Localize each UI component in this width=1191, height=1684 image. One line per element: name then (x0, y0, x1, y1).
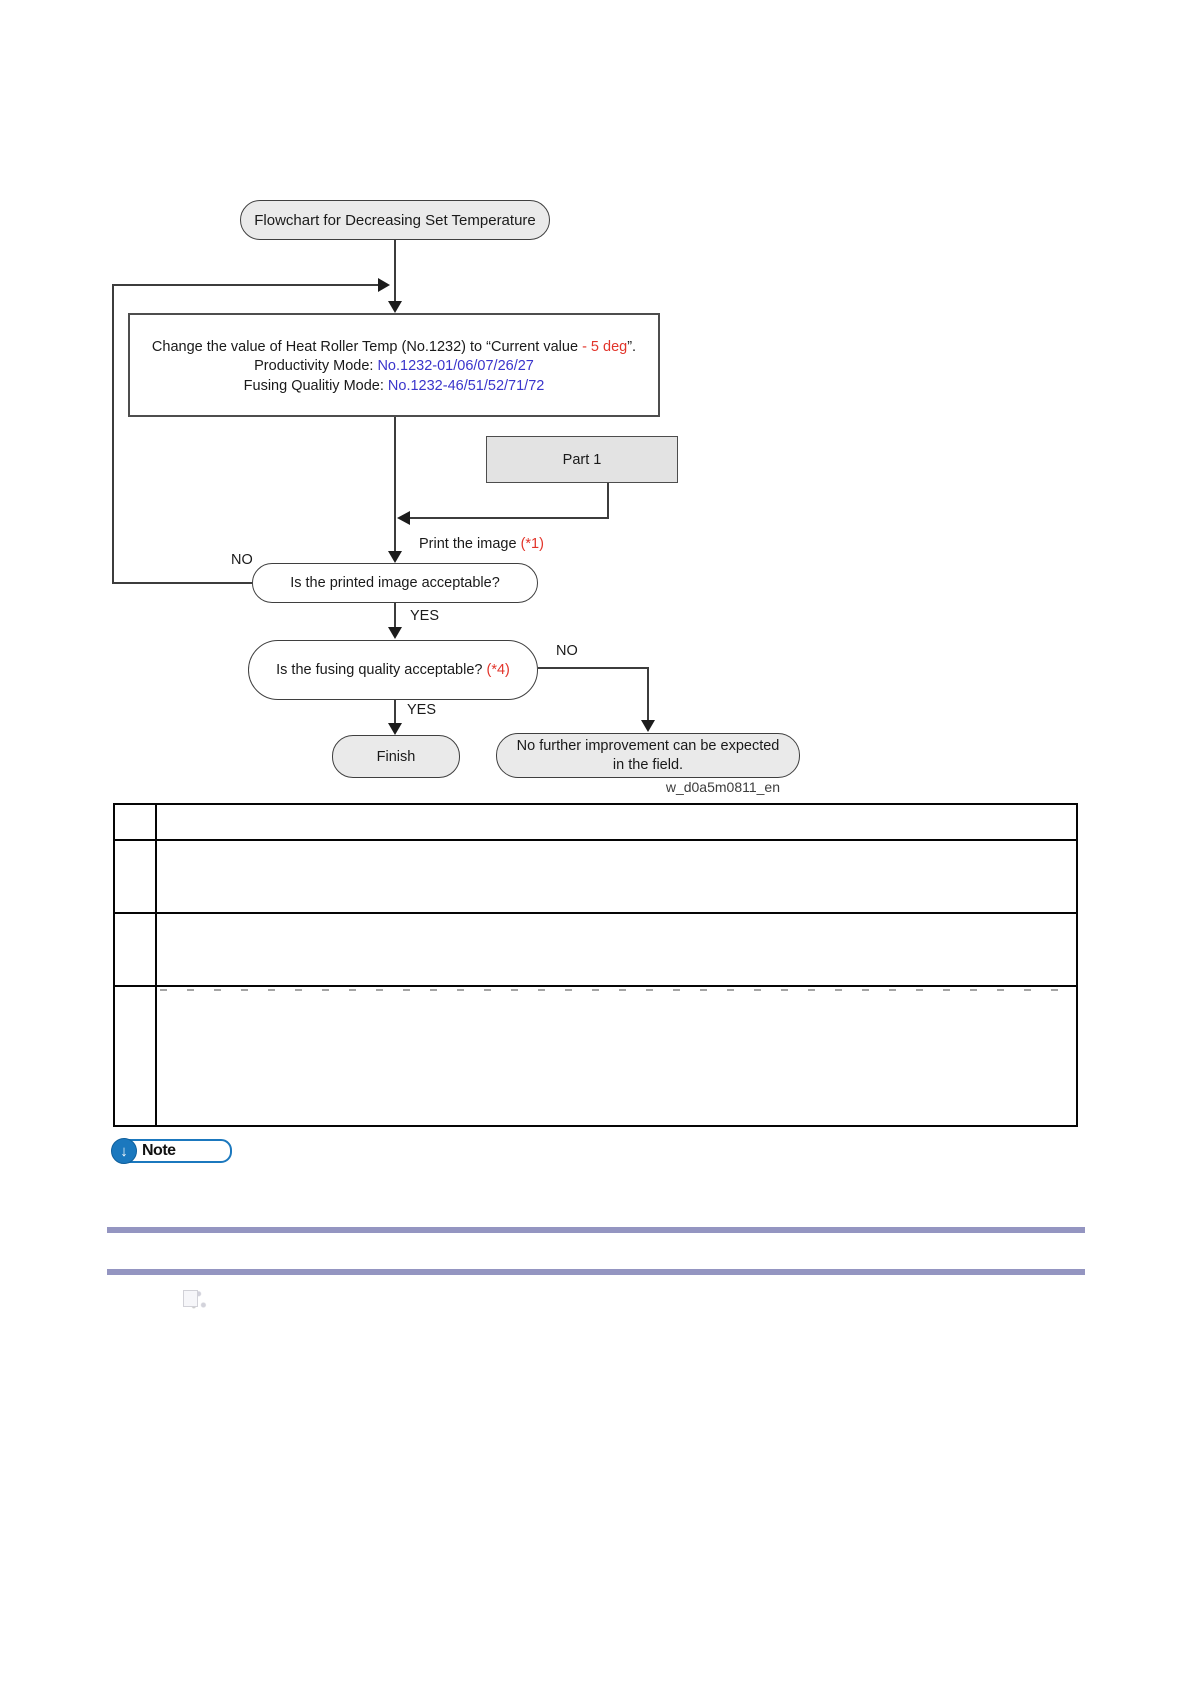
finish-node: Finish (332, 735, 460, 778)
process-line-3: Fusing Qualitiy Mode: No.1232-46/51/52/7… (244, 377, 545, 397)
table-cell-desc (155, 803, 1078, 841)
note-marker: ↓ Note (111, 1138, 232, 1164)
process-line1-red: - 5 deg (582, 338, 628, 355)
table-row (113, 985, 1078, 1127)
print-image-label: Print the image (*1) (419, 536, 544, 552)
table-cell-step (113, 839, 157, 914)
part1-node: Part 1 (486, 436, 678, 483)
finish-label: Finish (376, 748, 416, 765)
no-label-2-text: NO (556, 643, 578, 659)
figure-caption-text: w_d0a5m0811_en (665, 779, 780, 795)
section-divider (107, 1269, 1085, 1275)
process-line-1: Change the value of Heat Roller Temp (No… (152, 338, 636, 358)
table-row (113, 839, 1078, 914)
no-label-2: NO (556, 643, 578, 659)
no-label-1-text: NO (231, 552, 253, 568)
table-cell-step (113, 985, 157, 1127)
decision-printed-image-node: Is the printed image acceptable? (252, 563, 538, 603)
artifact-icon (181, 1284, 213, 1312)
flowchart-title-node: Flowchart for Decreasing Set Temperature (240, 200, 550, 240)
down-arrow-icon: ↓ (111, 1138, 137, 1164)
no-improvement-line1: No further improvement can be expected (516, 737, 780, 754)
part1-label: Part 1 (562, 451, 602, 468)
no-improvement-node: No further improvement can be expected i… (496, 733, 800, 778)
yes-label-2-text: YES (407, 702, 437, 718)
flow-connector-lines (112, 240, 655, 735)
table-row (113, 912, 1078, 987)
dotted-line-artifact (160, 989, 1072, 991)
flowchart-title-text: Flowchart for Decreasing Set Temperature (254, 211, 536, 229)
process-line1-black: Change the value of Heat Roller Temp (No… (151, 338, 583, 355)
process-line1-tail: ”. (627, 338, 637, 355)
figure-caption: w_d0a5m0811_en (604, 779, 780, 795)
process-line-2: Productivity Mode: No.1232-01/06/07/26/2… (254, 357, 534, 377)
decision-fusing-quality-text: Is the fusing quality acceptable? (*4) (276, 662, 510, 678)
process-line3-blue: No.1232-46/51/52/71/72 (387, 377, 545, 394)
change-temp-process-node: Change the value of Heat Roller Temp (No… (128, 313, 660, 417)
decision-printed-image-text: Is the printed image acceptable? (290, 575, 500, 591)
table-row (113, 803, 1078, 841)
decision-fusing-text: Is the fusing quality acceptable? (276, 662, 487, 678)
procedure-table (113, 803, 1078, 1127)
print-image-text: Print the image (419, 536, 521, 552)
table-cell-desc (155, 985, 1078, 1127)
note-label: Note (142, 1141, 176, 1161)
section-divider (107, 1227, 1085, 1233)
artifact-icon-box (183, 1290, 198, 1307)
table-cell-desc (155, 912, 1078, 987)
process-line3-black: Fusing Qualitiy Mode: (243, 377, 388, 394)
yes-label-1-text: YES (410, 608, 440, 624)
decision-fusing-quality-node: Is the fusing quality acceptable? (*4) (248, 640, 538, 700)
decision-fusing-footnote-ref: (*4) (486, 662, 510, 678)
table-cell-step (113, 912, 157, 987)
no-improvement-line2: in the field. (612, 756, 684, 773)
no-label-1: NO (231, 552, 253, 568)
yes-label-2: YES (407, 702, 436, 718)
process-line2-blue: No.1232-01/06/07/26/27 (377, 358, 534, 375)
process-line2-black: Productivity Mode: (254, 358, 378, 375)
table-cell-desc (155, 839, 1078, 914)
print-image-footnote-ref: (*1) (520, 536, 544, 552)
note-label-text: Note (142, 1142, 176, 1159)
table-cell-step (113, 803, 157, 841)
yes-label-1: YES (410, 608, 439, 624)
